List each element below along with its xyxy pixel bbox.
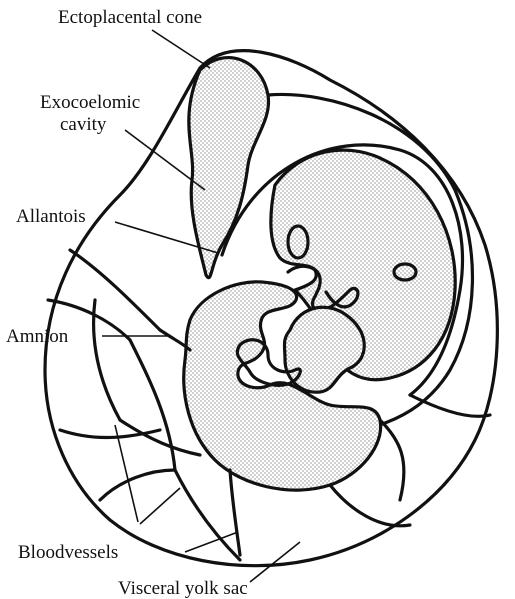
label-ectoplacental-cone: Ectoplacental cone (58, 7, 202, 28)
ectoplacental-cone-shape (189, 58, 269, 278)
label-exocoelomic-cavity-1: Exocoelomic (40, 92, 140, 113)
blood-vessel-13 (100, 470, 175, 500)
blood-vessel-10 (380, 420, 404, 500)
label-allantois: Allantois (16, 206, 86, 227)
leader-ectoplacental (152, 30, 210, 68)
label-exocoelomic-cavity-2: cavity (60, 114, 107, 135)
label-visceral-yolk-sac: Visceral yolk sac (118, 578, 248, 599)
label-bloodvessels: Bloodvessels (18, 542, 118, 563)
label-amnion: Amnion (6, 326, 69, 347)
blood-vessel-5 (120, 420, 200, 455)
blood-vessel-9 (330, 485, 410, 526)
blood-vessel-4 (130, 340, 175, 470)
blood-vessel-8 (230, 470, 240, 555)
leader-bloodvessels-1 (115, 425, 138, 522)
leader-bloodvessels-2 (140, 488, 180, 524)
blood-vessel-2 (70, 250, 160, 330)
blood-vessel-11 (410, 395, 490, 416)
